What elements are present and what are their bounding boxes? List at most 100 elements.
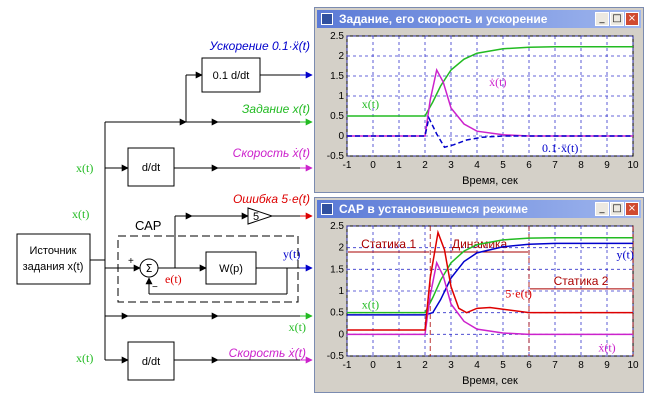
out-speed-bottom-label: Скорость ẋ(t)	[229, 346, 306, 360]
y-tick-label: -0.5	[327, 351, 345, 362]
x-tick-label: -1	[343, 360, 352, 371]
wp-block[interactable]	[205, 251, 257, 285]
e-label: e(t)	[165, 272, 182, 286]
y-tick-label: -0.5	[327, 151, 345, 162]
x-label-mid: x(t)	[72, 207, 89, 221]
x-tick-label: 9	[604, 160, 610, 171]
y-tick-label: 0.5	[330, 111, 344, 122]
gain-block[interactable]	[247, 207, 274, 225]
source-block-line2: задания x(t)	[23, 261, 84, 273]
scaled-ddt-label: 0.1 d/dt	[213, 70, 250, 82]
window-setpoint-speed-acceleration[interactable]: Задание, его скорость и ускорение _ □ × …	[314, 7, 644, 193]
x-tick-label: 6	[526, 160, 532, 171]
out-x-label: x(t)	[289, 320, 306, 334]
ddt-block[interactable]	[127, 147, 175, 187]
x-tick-label: 5	[500, 160, 506, 171]
series-line	[347, 236, 633, 314]
close-button[interactable]: ×	[625, 12, 639, 26]
sap-frame	[117, 235, 299, 303]
x-tick-label: 10	[627, 160, 639, 171]
x-tick-label: 6	[526, 360, 532, 371]
out-error-label: Ошибка 5·e(t)	[233, 192, 310, 206]
series-line	[347, 115, 633, 149]
window-title: Задание, его скорость и ускорение	[339, 12, 548, 26]
sum-minus: −	[152, 282, 158, 293]
series-label: 0.1·ẍ(t)	[542, 141, 578, 155]
x-tick-label: 3	[448, 360, 454, 371]
window-title: САР в установившемся режиме	[339, 202, 528, 216]
sum-plus: +	[128, 256, 134, 267]
window-titlebar[interactable]: Задание, его скорость и ускорение _ □ ×	[317, 10, 641, 28]
app-icon	[321, 203, 333, 215]
source-block[interactable]	[16, 233, 91, 285]
x-label-left: x(t)	[76, 161, 93, 175]
x-tick-label: 1	[396, 360, 402, 371]
x-tick-label: 4	[474, 360, 480, 371]
x-tick-label: 1	[396, 160, 402, 171]
x-axis-label: Время, сек	[462, 175, 518, 187]
x-tick-label: 9	[604, 360, 610, 371]
series-label: 5·e(t)	[505, 287, 532, 301]
out-acceleration-label: Ускорение 0.1·ẍ(t)	[209, 39, 310, 53]
y-tick-label: 0	[338, 131, 344, 142]
x-tick-label: 8	[578, 360, 584, 371]
series-label: x(t)	[362, 97, 379, 111]
y-tick-label: 2	[338, 51, 344, 62]
scaled-ddt-block[interactable]	[201, 57, 261, 93]
series-label: ẋ(t)	[489, 75, 506, 89]
region-label: Статика 2	[554, 274, 609, 288]
ddt-block-bottom[interactable]	[127, 341, 175, 381]
y-tick-label: 0.5	[330, 308, 344, 319]
maximize-button[interactable]: □	[610, 202, 624, 216]
minimize-button[interactable]: _	[595, 202, 609, 216]
x-tick-label: 10	[627, 360, 639, 371]
out-speed-label: Скорость ẋ(t)	[233, 146, 310, 160]
series-label: y(t)	[617, 248, 634, 262]
x-tick-label: 7	[552, 160, 558, 171]
region-label: Статика 1	[361, 237, 416, 251]
gain-label: 5	[253, 211, 259, 223]
x-tick-label: 8	[578, 160, 584, 171]
x-tick-label: 4	[474, 160, 480, 171]
app-icon	[321, 13, 333, 25]
y-tick-label: 0	[338, 329, 344, 340]
x-tick-label: 0	[370, 160, 376, 171]
sum-junction[interactable]	[139, 258, 159, 278]
series-line	[347, 260, 633, 336]
x-axis-label: Время, сек	[462, 375, 518, 387]
y-tick-label: 1	[338, 286, 344, 297]
x-tick-label: -1	[343, 160, 352, 171]
x-label-low: x(t)	[76, 351, 93, 365]
series-label: x(t)	[362, 297, 379, 311]
sap-label: САР	[135, 218, 161, 233]
series-line	[347, 242, 633, 316]
sum-symbol: Σ	[146, 262, 153, 275]
x-tick-label: 2	[422, 160, 428, 171]
close-button[interactable]: ×	[625, 202, 639, 216]
ddt-label: d/dt	[142, 162, 160, 174]
y-tick-label: 2.5	[330, 221, 344, 232]
source-block-line1: Источник	[30, 245, 77, 257]
x-tick-label: 3	[448, 160, 454, 171]
ddt-bottom-label: d/dt	[142, 356, 160, 368]
y-label: y(t)	[283, 247, 300, 261]
window-titlebar[interactable]: САР в установившемся режиме _ □ ×	[317, 200, 641, 218]
y-tick-label: 1.5	[330, 264, 344, 275]
series-label: ẋ(t)	[598, 341, 615, 355]
minimize-button[interactable]: _	[595, 12, 609, 26]
y-tick-label: 1.5	[330, 71, 344, 82]
window-sap-steady-state[interactable]: САР в установившемся режиме _ □ × -1 0 1 2 3…	[314, 197, 644, 393]
out-setpoint-label: Задание x(t)	[242, 102, 310, 116]
series-line	[347, 46, 633, 117]
x-tick-label: 5	[500, 360, 506, 371]
y-tick-label: 1	[338, 91, 344, 102]
x-tick-label: 7	[552, 360, 558, 371]
x-tick-label: 0	[370, 360, 376, 371]
x-tick-label: 2	[422, 360, 428, 371]
y-tick-label: 2	[338, 243, 344, 254]
series-line	[347, 229, 633, 331]
maximize-button[interactable]: □	[610, 12, 624, 26]
